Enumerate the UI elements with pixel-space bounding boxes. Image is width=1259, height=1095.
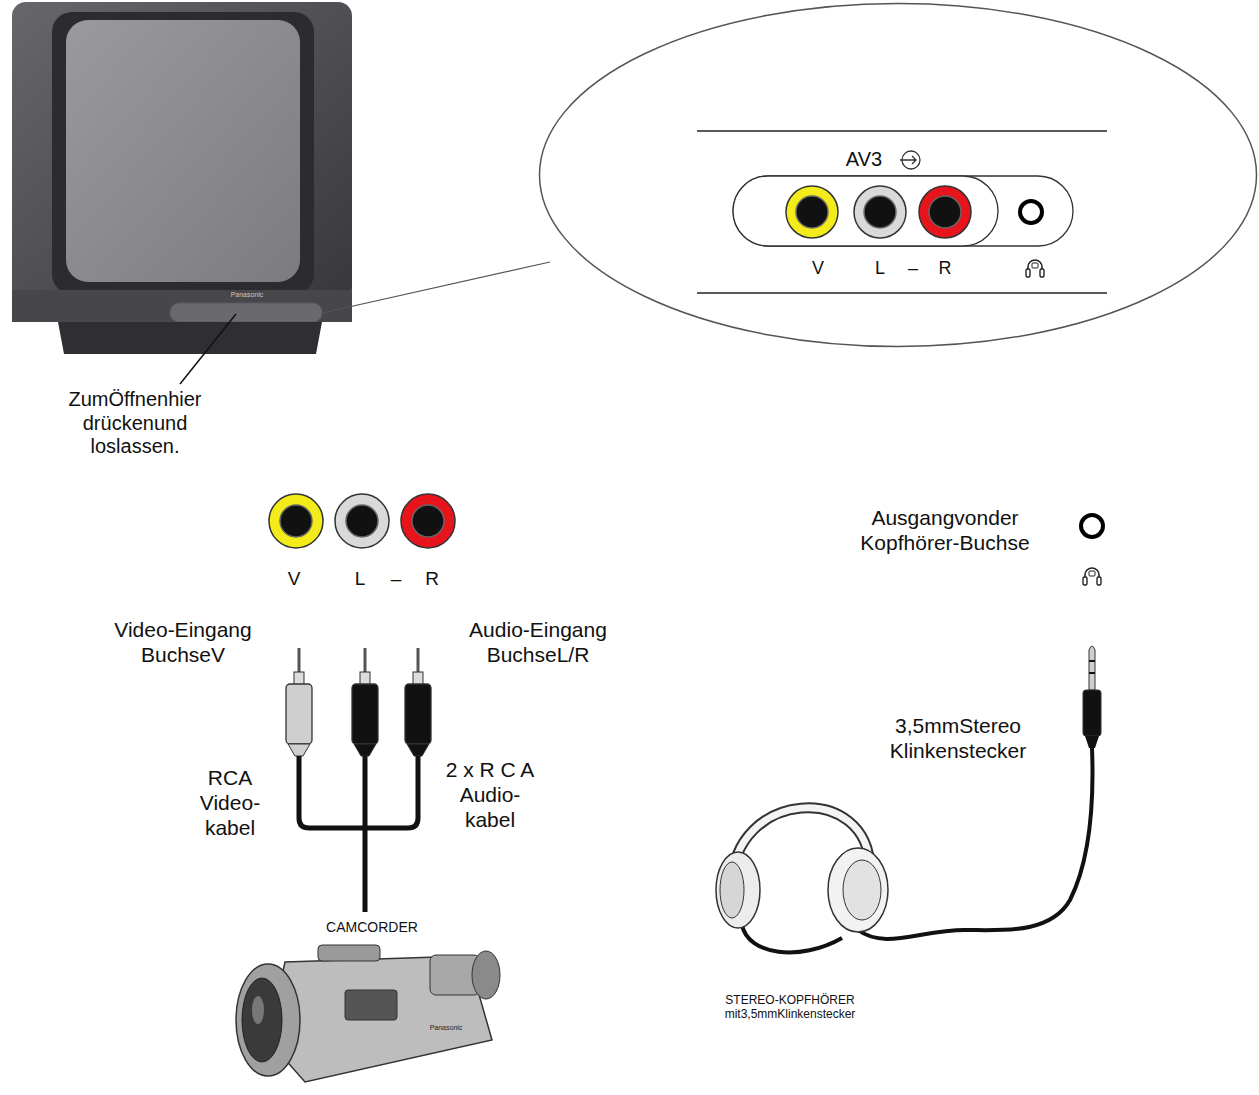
lens-barrel: [236, 964, 300, 1076]
viewfinder-eyecup: [472, 951, 500, 999]
plug-tail: [288, 744, 310, 756]
jack-label: R: [930, 258, 960, 279]
plug-collar: [294, 672, 304, 685]
tv-flap: [170, 303, 322, 322]
callout-line: [322, 262, 550, 313]
plug-pin: [364, 648, 367, 676]
tv-body: [12, 2, 352, 302]
leader-line: [180, 314, 236, 384]
ear-cup: [828, 848, 888, 932]
jack-hole: [280, 505, 312, 537]
cable: [363, 756, 368, 912]
label-text: –: [381, 568, 411, 590]
camcorder-display: [345, 990, 397, 1020]
label-text: Panasonic: [416, 1024, 476, 1032]
plug-pin: [298, 648, 301, 676]
headphone-symbol: [1083, 568, 1101, 585]
label-text: STEREO-KOPFHÖRER mit3,5mmKlinkenstecker: [698, 993, 883, 1021]
cable: [858, 748, 1092, 939]
plug-collar: [413, 672, 423, 685]
label-text: RCA Video- kabel: [194, 766, 266, 840]
jack-label: L: [865, 258, 895, 279]
cable: [299, 756, 365, 828]
cable: [365, 756, 418, 828]
audio-l-jack: [335, 494, 389, 548]
camcorder-body: [268, 956, 492, 1082]
tv-front: [12, 290, 352, 322]
camcorder-handle: [318, 945, 380, 961]
lens: [242, 978, 282, 1062]
label-text: Ausgangvonder Kopfhörer-Buchse: [848, 506, 1043, 556]
jack-label: –: [898, 258, 928, 279]
viewfinder: [430, 955, 480, 995]
label-text: Video-Eingang BuchseV: [98, 618, 268, 668]
jack-ring: [1089, 672, 1095, 674]
plug-tail: [354, 744, 376, 756]
cable: [742, 925, 842, 952]
headphone-jack: [1081, 515, 1103, 537]
plug-collar: [360, 672, 370, 685]
label-text: CAMCORDER: [312, 919, 432, 936]
tv-stand: [58, 322, 322, 354]
plug-pin: [417, 648, 420, 676]
jack-body: [1083, 690, 1101, 736]
input-name: AV3: [824, 148, 904, 172]
plug-tail: [1085, 736, 1099, 748]
tv-bezel: [52, 12, 314, 294]
ear-pad: [720, 862, 744, 918]
label-text: V: [279, 568, 309, 590]
tv-screen: [66, 20, 300, 282]
rca-plug: [405, 684, 431, 744]
label-text: R: [417, 568, 447, 590]
label-text: Panasonic: [217, 291, 277, 299]
label-text: Audio-Eingang BuchseL/R: [453, 618, 623, 668]
jack-label: V: [803, 258, 833, 279]
jack-tip: [1089, 646, 1095, 690]
label-text: 3,5mmStereo Klinkenstecker: [871, 714, 1046, 764]
jack-hole: [346, 505, 378, 537]
rca-plug: [286, 684, 312, 744]
jack-hole: [412, 505, 444, 537]
ear-pad: [843, 860, 881, 920]
rca-plug: [352, 684, 378, 744]
lens-glare: [252, 996, 264, 1024]
label-text: ZumÖffnenhier drückenund loslassen.: [45, 388, 225, 459]
ear-cup: [716, 852, 760, 928]
oval-outline: [538, 2, 1258, 348]
label-text: 2 x R C A Audio- kabel: [441, 758, 539, 832]
jack-ring: [1089, 660, 1095, 662]
plug-tail: [407, 744, 429, 756]
callout-oval: AV3V L–R: [538, 2, 1258, 348]
label-text: L: [345, 568, 375, 590]
audio-r-jack: [401, 494, 455, 548]
headband: [732, 808, 870, 885]
oval-shape: [540, 4, 1257, 347]
video-jack: [269, 494, 323, 548]
headband: [732, 808, 870, 885]
